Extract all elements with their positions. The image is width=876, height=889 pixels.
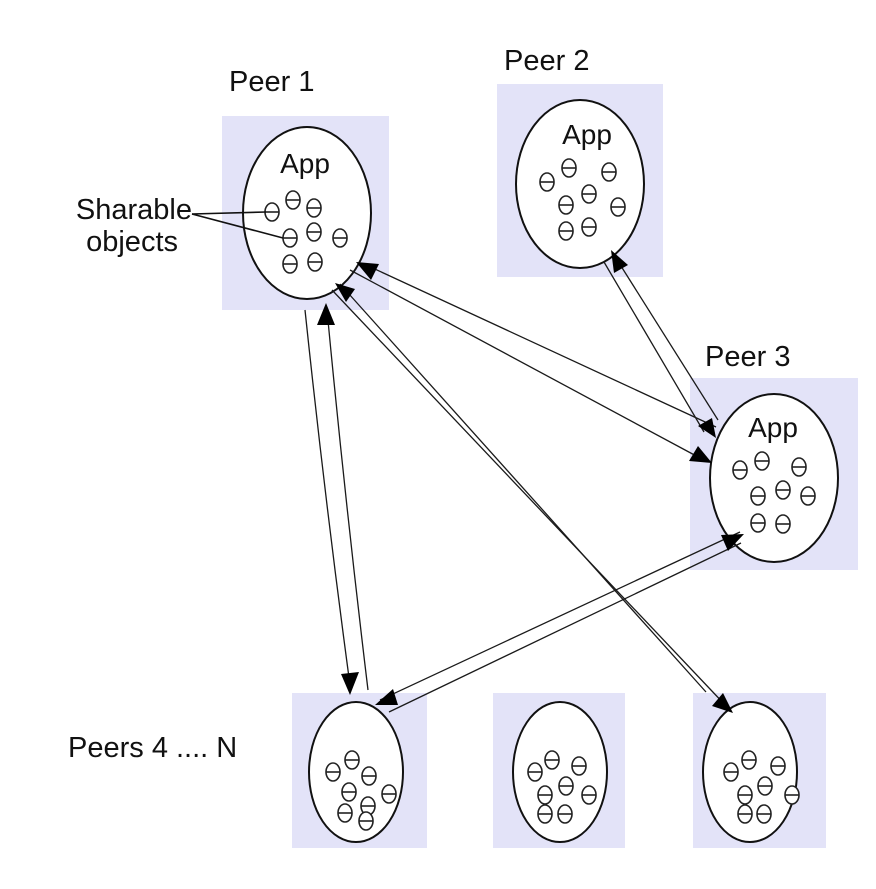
peer-5-node xyxy=(493,693,625,848)
sharable-object xyxy=(757,776,773,796)
edge-peer4-to-peer3 xyxy=(388,542,742,713)
peer-2-label: Peer 2 xyxy=(504,45,589,77)
sharable-object xyxy=(561,158,577,178)
arrowhead-peer1-right-upper xyxy=(356,262,379,280)
annotation-leader-upper xyxy=(191,211,267,215)
peer-3-node: App xyxy=(690,378,858,570)
edge-peer1-to-peer4 xyxy=(304,309,351,686)
sharable-object xyxy=(557,804,573,824)
peer-3-app-label: App xyxy=(748,412,798,443)
arrowhead-peer2-bottom xyxy=(611,250,628,273)
edge-peer2-to-peer3 xyxy=(603,261,705,433)
peer-3-sharable-objects xyxy=(732,451,816,534)
peer-4-sharable-objects xyxy=(325,750,397,831)
sharable-object xyxy=(539,172,555,192)
arrowhead-peer1-right-lower xyxy=(335,283,355,302)
sharable-object xyxy=(306,198,322,218)
sharable-object xyxy=(775,514,791,534)
sharable-object xyxy=(337,803,353,823)
sharable-object xyxy=(537,804,553,824)
annotation-line-2: objects xyxy=(86,226,178,258)
sharable-object xyxy=(723,762,739,782)
peer-4-node xyxy=(292,693,427,848)
sharable-object xyxy=(737,804,753,824)
sharable-object xyxy=(750,486,766,506)
sharable-object xyxy=(737,785,753,805)
sharable-object xyxy=(381,784,397,804)
sharable-objects-annotation: Sharable objects xyxy=(76,194,284,258)
sharable-object xyxy=(800,486,816,506)
edge-peer3-to-peer4 xyxy=(379,531,741,701)
sharable-object xyxy=(784,785,800,805)
sharable-object xyxy=(325,762,341,782)
peer-5-sharable-objects xyxy=(527,750,597,824)
sharable-object xyxy=(750,513,766,533)
sharable-object xyxy=(558,221,574,241)
sharable-object xyxy=(285,190,301,210)
sharable-object xyxy=(307,252,323,272)
peer-3-app-oval xyxy=(709,393,839,563)
peer-6-sharable-objects xyxy=(723,750,800,824)
sharable-object xyxy=(741,750,757,770)
edge-peer1-to-peer3 xyxy=(349,269,701,459)
peer-6-oval xyxy=(702,701,798,843)
peer-2-app-label: App xyxy=(562,119,612,150)
sharable-object xyxy=(756,804,772,824)
arrowhead-peer4-top xyxy=(341,672,359,695)
peer-3-label: Peer 3 xyxy=(705,341,790,373)
sharable-object xyxy=(264,202,280,222)
sharable-object xyxy=(581,184,597,204)
peer-1-app-label: App xyxy=(280,148,330,179)
sharable-object xyxy=(358,811,374,831)
sharable-object xyxy=(754,451,770,471)
sharable-object xyxy=(571,756,587,776)
sharable-object xyxy=(601,162,617,182)
peers-group-label: Peers 4 .... N xyxy=(68,732,237,764)
sharable-object xyxy=(282,228,298,248)
sharable-object xyxy=(282,254,298,274)
sharable-object xyxy=(770,756,786,776)
peer-6-node xyxy=(693,693,826,848)
arrowhead-peer6-top xyxy=(712,693,733,713)
peer-1-label: Peer 1 xyxy=(229,66,314,98)
sharable-object xyxy=(610,197,626,217)
edge-peer3-to-peer2 xyxy=(613,254,719,421)
sharable-object xyxy=(332,228,348,248)
sharable-object xyxy=(361,766,377,786)
peer-4-oval xyxy=(308,701,404,843)
annotation-leader-lower xyxy=(191,213,284,239)
sharable-object xyxy=(341,782,357,802)
arrowhead-peer4-right xyxy=(375,689,398,705)
arrowhead-peer3-top xyxy=(698,418,716,438)
sharable-object xyxy=(732,460,748,480)
arrowhead-peer3-bottom xyxy=(721,534,744,551)
edge-peer6-to-peer1 xyxy=(339,283,707,693)
edge-peer1-to-peer6 xyxy=(331,289,729,709)
edge-peer3-to-peer1 xyxy=(363,263,717,428)
sharable-object xyxy=(558,195,574,215)
peer-2-sharable-objects xyxy=(539,158,626,241)
edge-peer4-to-peer1 xyxy=(326,309,369,691)
sharable-object xyxy=(537,785,553,805)
sharable-object xyxy=(791,457,807,477)
arrowhead-peer1-bottom xyxy=(317,303,335,325)
sharable-object xyxy=(775,480,791,500)
sharable-object xyxy=(558,776,574,796)
annotation-line-1: Sharable xyxy=(76,194,192,226)
sharable-object xyxy=(306,222,322,242)
arrowhead-peer3-left-lower xyxy=(689,446,712,463)
sharable-object xyxy=(544,750,560,770)
peer-2-app-oval xyxy=(515,99,645,269)
peer-5-oval xyxy=(512,701,608,843)
connection-arrows xyxy=(304,250,744,713)
sharable-object xyxy=(581,785,597,805)
peer-2-node: App xyxy=(497,84,663,277)
sharable-object xyxy=(344,750,360,770)
sharable-object xyxy=(581,217,597,237)
sharable-object xyxy=(527,762,543,782)
